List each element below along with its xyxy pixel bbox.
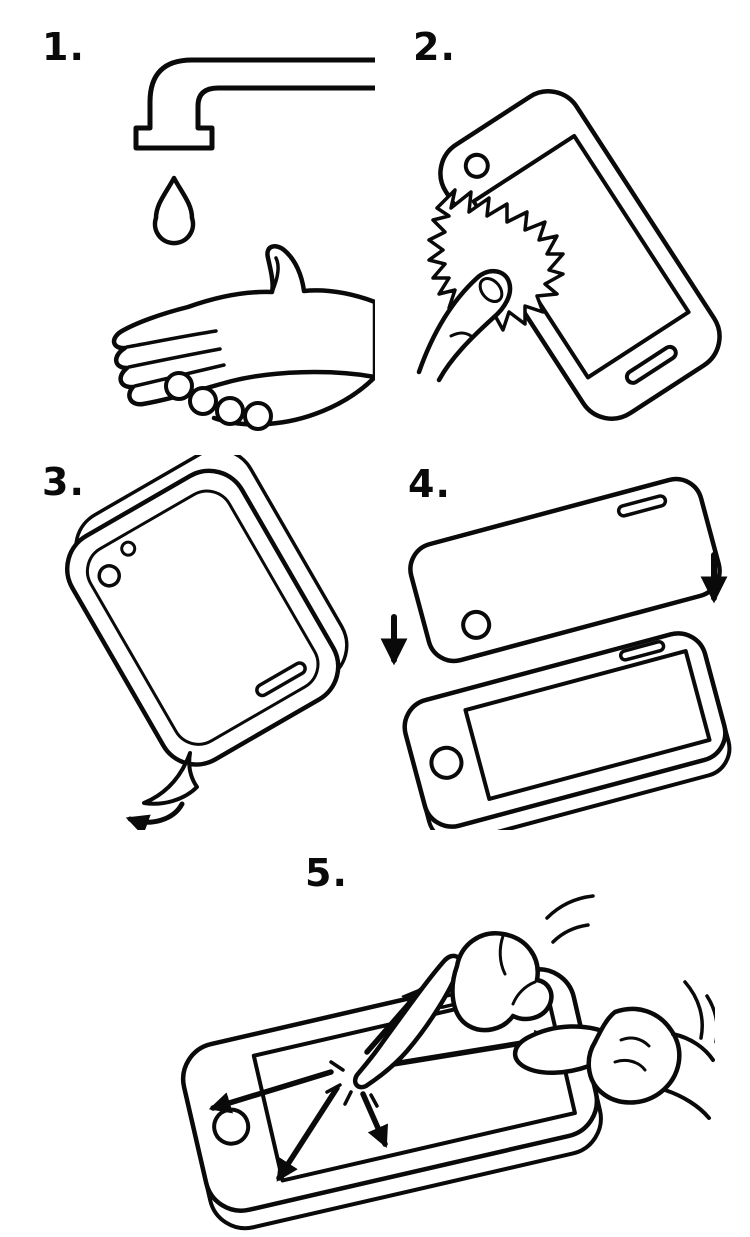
- tap-motion-lines: [545, 894, 595, 944]
- curled-knuckles: [450, 931, 554, 1033]
- holding-fist: [586, 1006, 682, 1105]
- arrow-left: [208, 1069, 334, 1114]
- step-2-illustration: [416, 89, 722, 421]
- lower-hand-contour: [211, 374, 375, 427]
- step-3-illustration: [64, 455, 349, 830]
- protector-inner-line: [85, 489, 320, 746]
- screen-protector-icon: [64, 455, 349, 767]
- step-1: 1.: [30, 20, 375, 450]
- earpiece-slot: [618, 640, 666, 662]
- fist-creases: [613, 1036, 651, 1072]
- washing-hands-icon: [111, 244, 375, 431]
- phone-screen: [463, 649, 712, 801]
- step-3-number: 3.: [42, 460, 85, 504]
- thumb-outline: [416, 269, 513, 383]
- holding-hand-icon: [513, 980, 715, 1120]
- camera-hole-icon: [97, 564, 121, 588]
- step-4-illustration: [380, 476, 732, 830]
- arrow-down-left: [276, 1085, 340, 1182]
- press-impact-icon: [325, 1060, 379, 1108]
- step-4: 4.: [370, 455, 745, 830]
- shake-motion-lines: [683, 980, 715, 1044]
- protector-front-layer: [64, 468, 341, 767]
- phone-icon: [402, 631, 732, 830]
- step-5-number: 5.: [305, 851, 348, 895]
- peel-arrow-icon: [125, 801, 185, 830]
- water-drop-icon: [152, 175, 196, 246]
- knuckle-crease: [449, 331, 473, 338]
- home-button: [429, 745, 464, 780]
- thumbnail: [478, 276, 504, 304]
- peel-flap-icon: [142, 751, 199, 806]
- protector-sheet-icon: [408, 476, 722, 664]
- sheet-speaker-slot: [616, 494, 668, 518]
- step-2: 2.: [385, 20, 730, 450]
- step-5-illustration: [180, 894, 715, 1231]
- sensor-hole-icon: [120, 540, 137, 557]
- step-4-number: 4.: [408, 462, 451, 506]
- sheet-camera-hole: [461, 609, 492, 640]
- curled-fingertips: [164, 371, 273, 431]
- faucet-icon: [133, 57, 375, 151]
- wrist-lines: [663, 1032, 715, 1120]
- thumb-icon: [416, 269, 513, 383]
- camera-icon: [463, 152, 490, 179]
- home-button-slot: [624, 344, 678, 385]
- step-5: 5.: [55, 840, 715, 1235]
- speaker-slot-cutout: [255, 661, 307, 698]
- arrow-down: [360, 1091, 388, 1149]
- step-2-number: 2.: [413, 25, 456, 69]
- step-1-illustration: [111, 57, 375, 431]
- pressing-finger-icon: [352, 894, 595, 1090]
- step-3: 3.: [30, 455, 375, 830]
- knuckle-creases: [498, 934, 537, 1006]
- step-1-number: 1.: [42, 25, 85, 69]
